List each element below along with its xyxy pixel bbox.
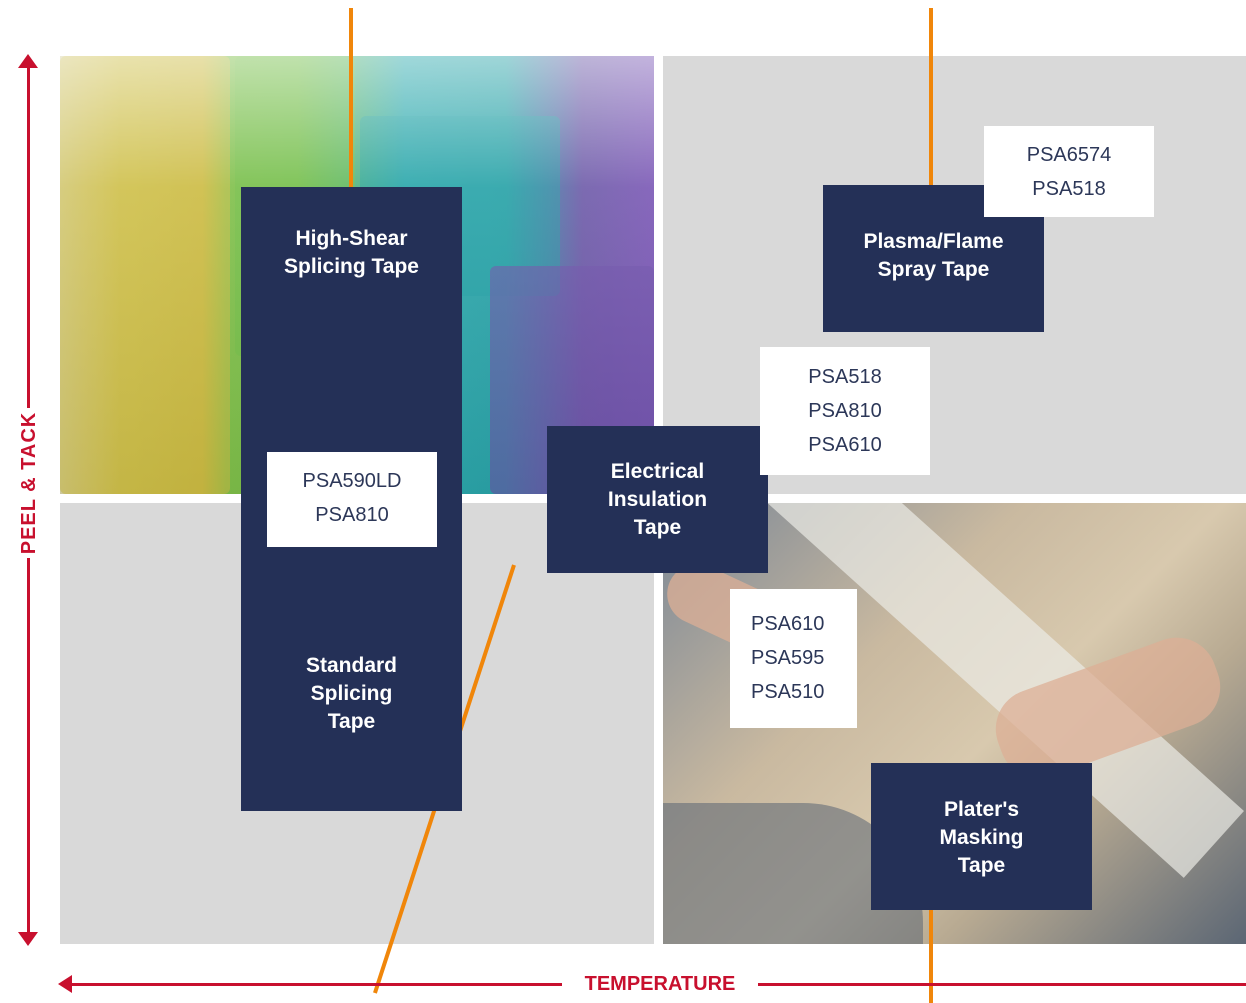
- arrow-up-icon: [18, 54, 38, 68]
- high-shear-label: High-Shear Splicing Tape: [284, 227, 419, 278]
- standard-splicing-label: Standard Splicing Tape: [305, 654, 397, 733]
- connector-line-high-shear: [349, 8, 353, 195]
- connector-line-platers: [929, 895, 933, 1003]
- splicing-product-codes: PSA590LD PSA810: [267, 452, 437, 547]
- y-axis-label: PEEL & TACK: [16, 408, 42, 558]
- x-axis-label: TEMPERATURE: [562, 971, 758, 997]
- electrical-insulation-tape-box: Electrical Insulation Tape: [547, 426, 768, 573]
- arrow-down-icon: [18, 932, 38, 946]
- electrical-product-codes: PSA518 PSA810 PSA610: [760, 347, 930, 475]
- platers-masking-tape-box: Plater's Masking Tape: [871, 763, 1092, 910]
- connector-line-plasma: [929, 8, 933, 195]
- platers-product-codes: PSA610 PSA595 PSA510: [730, 589, 857, 728]
- plasma-product-codes: PSA6574 PSA518: [984, 126, 1154, 217]
- arrow-left-icon: [58, 975, 72, 993]
